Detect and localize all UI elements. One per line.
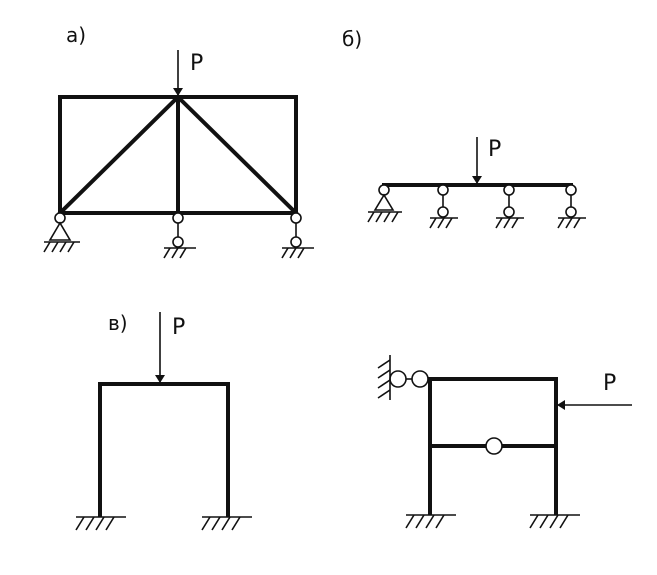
beam-link-support-2 [495,184,524,229]
load-label-a: P [190,51,203,76]
link-support-right [281,212,314,259]
beam-link-support-3 [557,184,586,229]
load-label-v: P [172,315,185,340]
crossbar-hinge [485,437,503,455]
panel-d-frame: P [377,355,632,529]
truss-right-diagonal [175,94,299,216]
panel-b-label: б) [342,27,362,51]
portal-frame-member [98,382,230,517]
pin-support-left [43,212,80,253]
truss-left-diagonal [57,94,181,216]
fixed-support-right [201,516,252,531]
wall-link-support [377,355,430,400]
panel-v-label: в) [108,311,128,335]
panel-a-truss: а) P [43,23,314,259]
panel-a-label: а) [66,23,86,47]
fixed-support-d-right [529,514,580,529]
panel-b-beam: б) P [342,27,586,229]
fixed-support-left [75,516,126,531]
link-support-middle [163,212,196,259]
beam-pin-support [367,184,402,223]
panel-v-frame: в) P [75,311,252,531]
beam-link-support-1 [429,184,458,229]
load-label-d: P [603,371,616,396]
fixed-support-d-left [405,514,456,529]
load-label-b: P [488,137,501,162]
